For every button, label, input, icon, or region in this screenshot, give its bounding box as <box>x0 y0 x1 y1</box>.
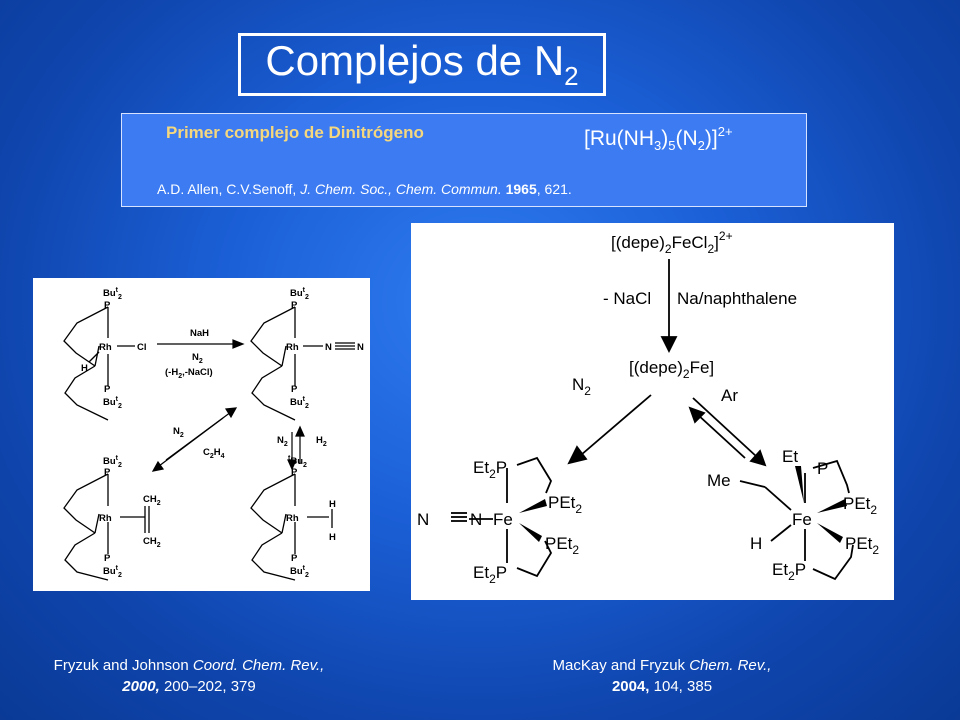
svg-text:PEt2: PEt2 <box>545 534 579 557</box>
label-rh-tl: Rh <box>99 342 112 353</box>
label-reagent: Na/naphthalene <box>677 289 797 308</box>
svg-text:PEt2: PEt2 <box>843 494 877 517</box>
svg-text:Rh: Rh <box>286 513 299 524</box>
label-start-material: [(depe)2FeCl2]2+ <box>611 229 733 256</box>
svg-text:P: P <box>291 553 298 564</box>
label-p-tl-bottom: P <box>104 384 111 395</box>
svg-text:N: N <box>470 510 482 529</box>
pincer-backbone-tl-lower <box>64 365 109 421</box>
svg-text:Et2P: Et2P <box>772 560 806 583</box>
svg-text:P: P <box>104 553 111 564</box>
svg-text:N: N <box>357 342 364 353</box>
svg-text:Et: Et <box>782 447 798 466</box>
label-n2-diagonal: N2 <box>173 426 184 439</box>
svg-text:P: P <box>817 459 828 478</box>
label-but2-tl-top: But2 <box>103 287 122 301</box>
svg-text:But2: But2 <box>290 565 309 579</box>
ruthenium-formula: [Ru(NH3)5(N2)]2+ <box>584 124 733 153</box>
svg-text:N: N <box>325 342 332 353</box>
rhodium-scheme: But2 P Rh Cl H P But2 NaH N2 (-H2,-NaCl)… <box>63 287 364 581</box>
svg-text:Et2P: Et2P <box>473 563 507 586</box>
label-h-tl: H <box>81 363 88 374</box>
caption-right-citation: MacKay and Fryzuk Chem. Rev., 2004, 104,… <box>552 657 772 695</box>
slide-title: Complejos de N2 <box>265 37 579 91</box>
svg-text:CH2: CH2 <box>143 494 161 507</box>
svg-text:PEt2: PEt2 <box>548 493 582 516</box>
svg-text:Fe: Fe <box>493 510 513 529</box>
svg-text:CH2: CH2 <box>143 536 161 549</box>
svg-text:But2: But2 <box>290 396 309 410</box>
pincer-backbone-tl-upper <box>63 306 109 367</box>
svg-text:N: N <box>417 510 429 529</box>
svg-text:Et2P: Et2P <box>473 458 507 481</box>
svg-text:P: P <box>291 384 298 395</box>
svg-text:Fe: Fe <box>792 510 812 529</box>
reference-citation: A.D. Allen, C.V.Senoff, J. Chem. Soc., C… <box>157 181 572 197</box>
first-complex-box: Primer complejo de Dinitrógeno [Ru(NH3)5… <box>121 113 807 207</box>
svg-text:But2: But2 <box>290 287 309 301</box>
svg-text:Rh: Rh <box>99 513 112 524</box>
label-ar-path: Ar <box>721 386 738 405</box>
rh-h-bond-tl <box>88 351 100 363</box>
svg-text:H: H <box>329 532 336 543</box>
svg-text:But2: But2 <box>103 565 122 579</box>
iron-scheme: [(depe)2FeCl2]2+ - NaCl Na/naphthalene [… <box>417 229 879 586</box>
iron-scheme-panel: [(depe)2FeCl2]2+ - NaCl Na/naphthalene [… <box>411 223 894 600</box>
svg-text:H: H <box>329 499 336 510</box>
label-intermediate: [(depe)2Fe] <box>629 358 714 381</box>
label-cl: Cl <box>137 342 147 353</box>
svg-text:P: P <box>291 300 298 311</box>
title-box: Complejos de N2 <box>238 33 606 96</box>
label-h2-vertical: H2 <box>316 435 327 448</box>
svg-text:But2: But2 <box>103 455 122 469</box>
svg-text:PEt2: PEt2 <box>845 534 879 557</box>
svg-text:H: H <box>750 534 762 553</box>
label-n2-vertical: N2 <box>277 435 288 448</box>
arrow-to-hydride-complex <box>692 397 758 458</box>
svg-text:Me: Me <box>707 471 731 490</box>
svg-text:tBu2: tBu2 <box>288 455 307 469</box>
label-minus-nacl: - NaCl <box>603 289 651 308</box>
svg-text:P: P <box>291 467 298 478</box>
svg-text:Rh: Rh <box>286 342 299 353</box>
label-c2h4: C2H4 <box>203 447 225 460</box>
label-n2-top: N2 <box>192 352 203 365</box>
caption-left-citation: Fryzuk and Johnson Coord. Chem. Rev., 20… <box>53 657 325 695</box>
first-complex-label: Primer complejo de Dinitrógeno <box>166 123 424 142</box>
arrow-to-n2-complex <box>580 394 652 456</box>
svg-text:P: P <box>104 467 111 478</box>
rhodium-scheme-panel: But2 P Rh Cl H P But2 NaH N2 (-H2,-NaCl)… <box>33 278 370 591</box>
label-but2-tl-bottom: But2 <box>103 396 122 410</box>
label-minus-h2-nacl: (-H2,-NaCl) <box>165 367 213 380</box>
equilibrium-arrow-lower <box>158 417 224 467</box>
label-n2-path: N2 <box>572 375 591 398</box>
label-nah: NaH <box>190 328 209 339</box>
label-p-tl-top: P <box>104 300 111 311</box>
backbone-ch-tl <box>94 345 100 367</box>
